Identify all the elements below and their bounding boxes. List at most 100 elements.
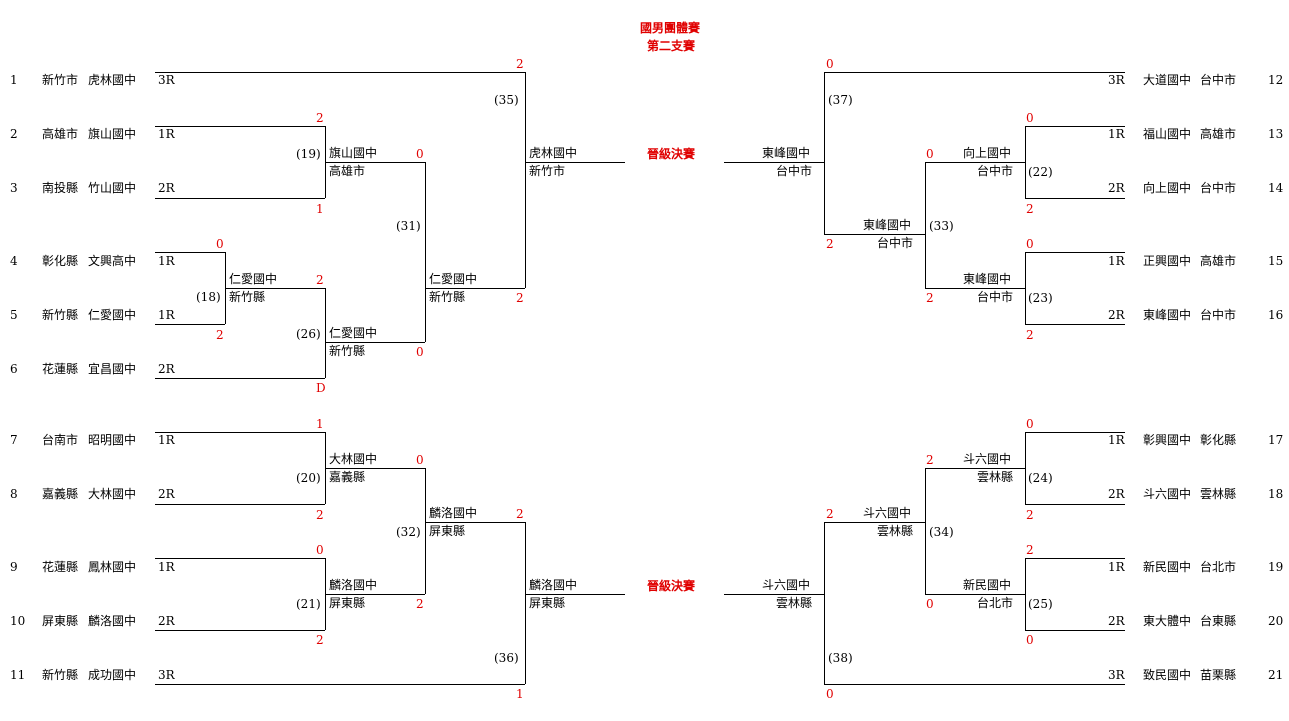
winner-county: 新竹縣 bbox=[229, 290, 266, 304]
match-score: 2 bbox=[316, 273, 324, 287]
seed-county: 彰化縣 bbox=[1200, 433, 1237, 447]
seed-round: 2R bbox=[158, 362, 175, 376]
final-label-bottom: 晉級決賽 bbox=[647, 579, 696, 593]
seed-number: 17 bbox=[1268, 433, 1284, 447]
match-number: (21) bbox=[296, 597, 321, 611]
bracket-line bbox=[325, 594, 425, 595]
seed-round: 2R bbox=[158, 487, 175, 501]
seed-school: 虎林國中 bbox=[88, 73, 137, 87]
bracket-line bbox=[1025, 252, 1125, 253]
seed-school: 東峰國中 bbox=[1143, 308, 1192, 322]
match-number: (33) bbox=[929, 219, 954, 233]
match-score: 2 bbox=[516, 507, 524, 521]
seed-round: 3R bbox=[1108, 73, 1125, 87]
match-score: 0 bbox=[926, 147, 934, 161]
winner-county: 新竹市 bbox=[529, 164, 566, 178]
seed-number: 1 bbox=[10, 73, 18, 87]
seed-school: 成功國中 bbox=[88, 668, 137, 682]
seed-number: 21 bbox=[1268, 668, 1284, 682]
match-score: 0 bbox=[826, 57, 834, 71]
winner-county: 雲林縣 bbox=[977, 470, 1014, 484]
seed-round: 2R bbox=[158, 614, 175, 628]
seed-number: 2 bbox=[10, 127, 18, 141]
match-number: (23) bbox=[1028, 291, 1053, 305]
seed-round: 2R bbox=[1108, 614, 1125, 628]
bracket-line bbox=[824, 72, 1125, 73]
bracket-line bbox=[824, 522, 825, 684]
seed-number: 14 bbox=[1268, 181, 1284, 195]
bracket-line bbox=[925, 594, 1025, 595]
match-number: (24) bbox=[1028, 471, 1053, 485]
winner-school: 虎林國中 bbox=[529, 146, 578, 160]
bracket-line bbox=[824, 234, 925, 235]
winner-county: 台中市 bbox=[877, 236, 914, 250]
bracket-line bbox=[1025, 630, 1125, 631]
bracket-line bbox=[925, 468, 926, 594]
match-number: (18) bbox=[196, 290, 221, 304]
bracket-line bbox=[325, 162, 425, 163]
bracket-line bbox=[225, 288, 325, 289]
match-score: 2 bbox=[926, 453, 934, 467]
seed-county: 高雄市 bbox=[42, 127, 79, 141]
seed-county: 嘉義縣 bbox=[42, 487, 79, 501]
seed-round: 1R bbox=[158, 308, 175, 322]
winner-school: 斗六國中 bbox=[762, 578, 811, 592]
winner-school: 大林國中 bbox=[329, 452, 378, 466]
bracket-line bbox=[325, 342, 425, 343]
seed-county: 彰化縣 bbox=[42, 254, 79, 268]
winner-county: 新竹縣 bbox=[429, 290, 466, 304]
winner-school: 仁愛國中 bbox=[429, 272, 478, 286]
seed-county: 新竹市 bbox=[42, 73, 79, 87]
seed-county: 台中市 bbox=[1200, 73, 1237, 87]
winner-county: 高雄市 bbox=[329, 164, 366, 178]
seed-school: 文興高中 bbox=[88, 254, 137, 268]
bracket-line bbox=[155, 684, 525, 685]
seed-round: 3R bbox=[158, 73, 175, 87]
seed-county: 南投縣 bbox=[42, 181, 79, 195]
seed-school: 斗六國中 bbox=[1143, 487, 1192, 501]
bracket-line bbox=[724, 162, 824, 163]
seed-number: 10 bbox=[10, 614, 26, 628]
winner-school: 旗山國中 bbox=[329, 146, 378, 160]
match-number: (26) bbox=[296, 327, 321, 341]
seed-number: 20 bbox=[1268, 614, 1284, 628]
seed-county: 高雄市 bbox=[1200, 254, 1237, 268]
bracket-line bbox=[925, 288, 1025, 289]
match-number: (19) bbox=[296, 147, 321, 161]
bracket-line bbox=[525, 594, 625, 595]
seed-round: 2R bbox=[1108, 181, 1125, 195]
seed-number: 9 bbox=[10, 560, 18, 574]
match-score: 2 bbox=[416, 597, 424, 611]
seed-county: 台北市 bbox=[1200, 560, 1237, 574]
match-number: (22) bbox=[1028, 165, 1053, 179]
seed-county: 新竹縣 bbox=[42, 308, 79, 322]
final-label-top: 晉級決賽 bbox=[647, 147, 696, 161]
winner-school: 麟洛國中 bbox=[429, 506, 478, 520]
seed-school: 鳳林國中 bbox=[88, 560, 137, 574]
bracket-line bbox=[824, 684, 1125, 685]
bracket-line bbox=[925, 162, 926, 288]
winner-county: 雲林縣 bbox=[877, 524, 914, 538]
seed-county: 苗栗縣 bbox=[1200, 668, 1237, 682]
bracket-line bbox=[155, 378, 325, 379]
winner-county: 雲林縣 bbox=[776, 596, 813, 610]
seed-school: 麟洛國中 bbox=[88, 614, 137, 628]
seed-round: 2R bbox=[1108, 308, 1125, 322]
match-number: (35) bbox=[494, 93, 519, 107]
seed-school: 致民國中 bbox=[1143, 668, 1192, 682]
seed-school: 大林國中 bbox=[88, 487, 137, 501]
bracket-line bbox=[425, 522, 525, 523]
seed-number: 3 bbox=[10, 181, 18, 195]
bracket-line bbox=[925, 468, 1025, 469]
match-score: 0 bbox=[1026, 633, 1034, 647]
bracket-line bbox=[155, 504, 325, 505]
seed-school: 東大體中 bbox=[1143, 614, 1192, 628]
match-score: 2 bbox=[316, 633, 324, 647]
seed-number: 11 bbox=[10, 668, 26, 682]
bracket-line bbox=[155, 252, 225, 253]
match-score: 0 bbox=[316, 543, 324, 557]
seed-school: 旗山國中 bbox=[88, 127, 137, 141]
bracket-line bbox=[325, 288, 326, 378]
seed-school: 彰興國中 bbox=[1143, 433, 1192, 447]
